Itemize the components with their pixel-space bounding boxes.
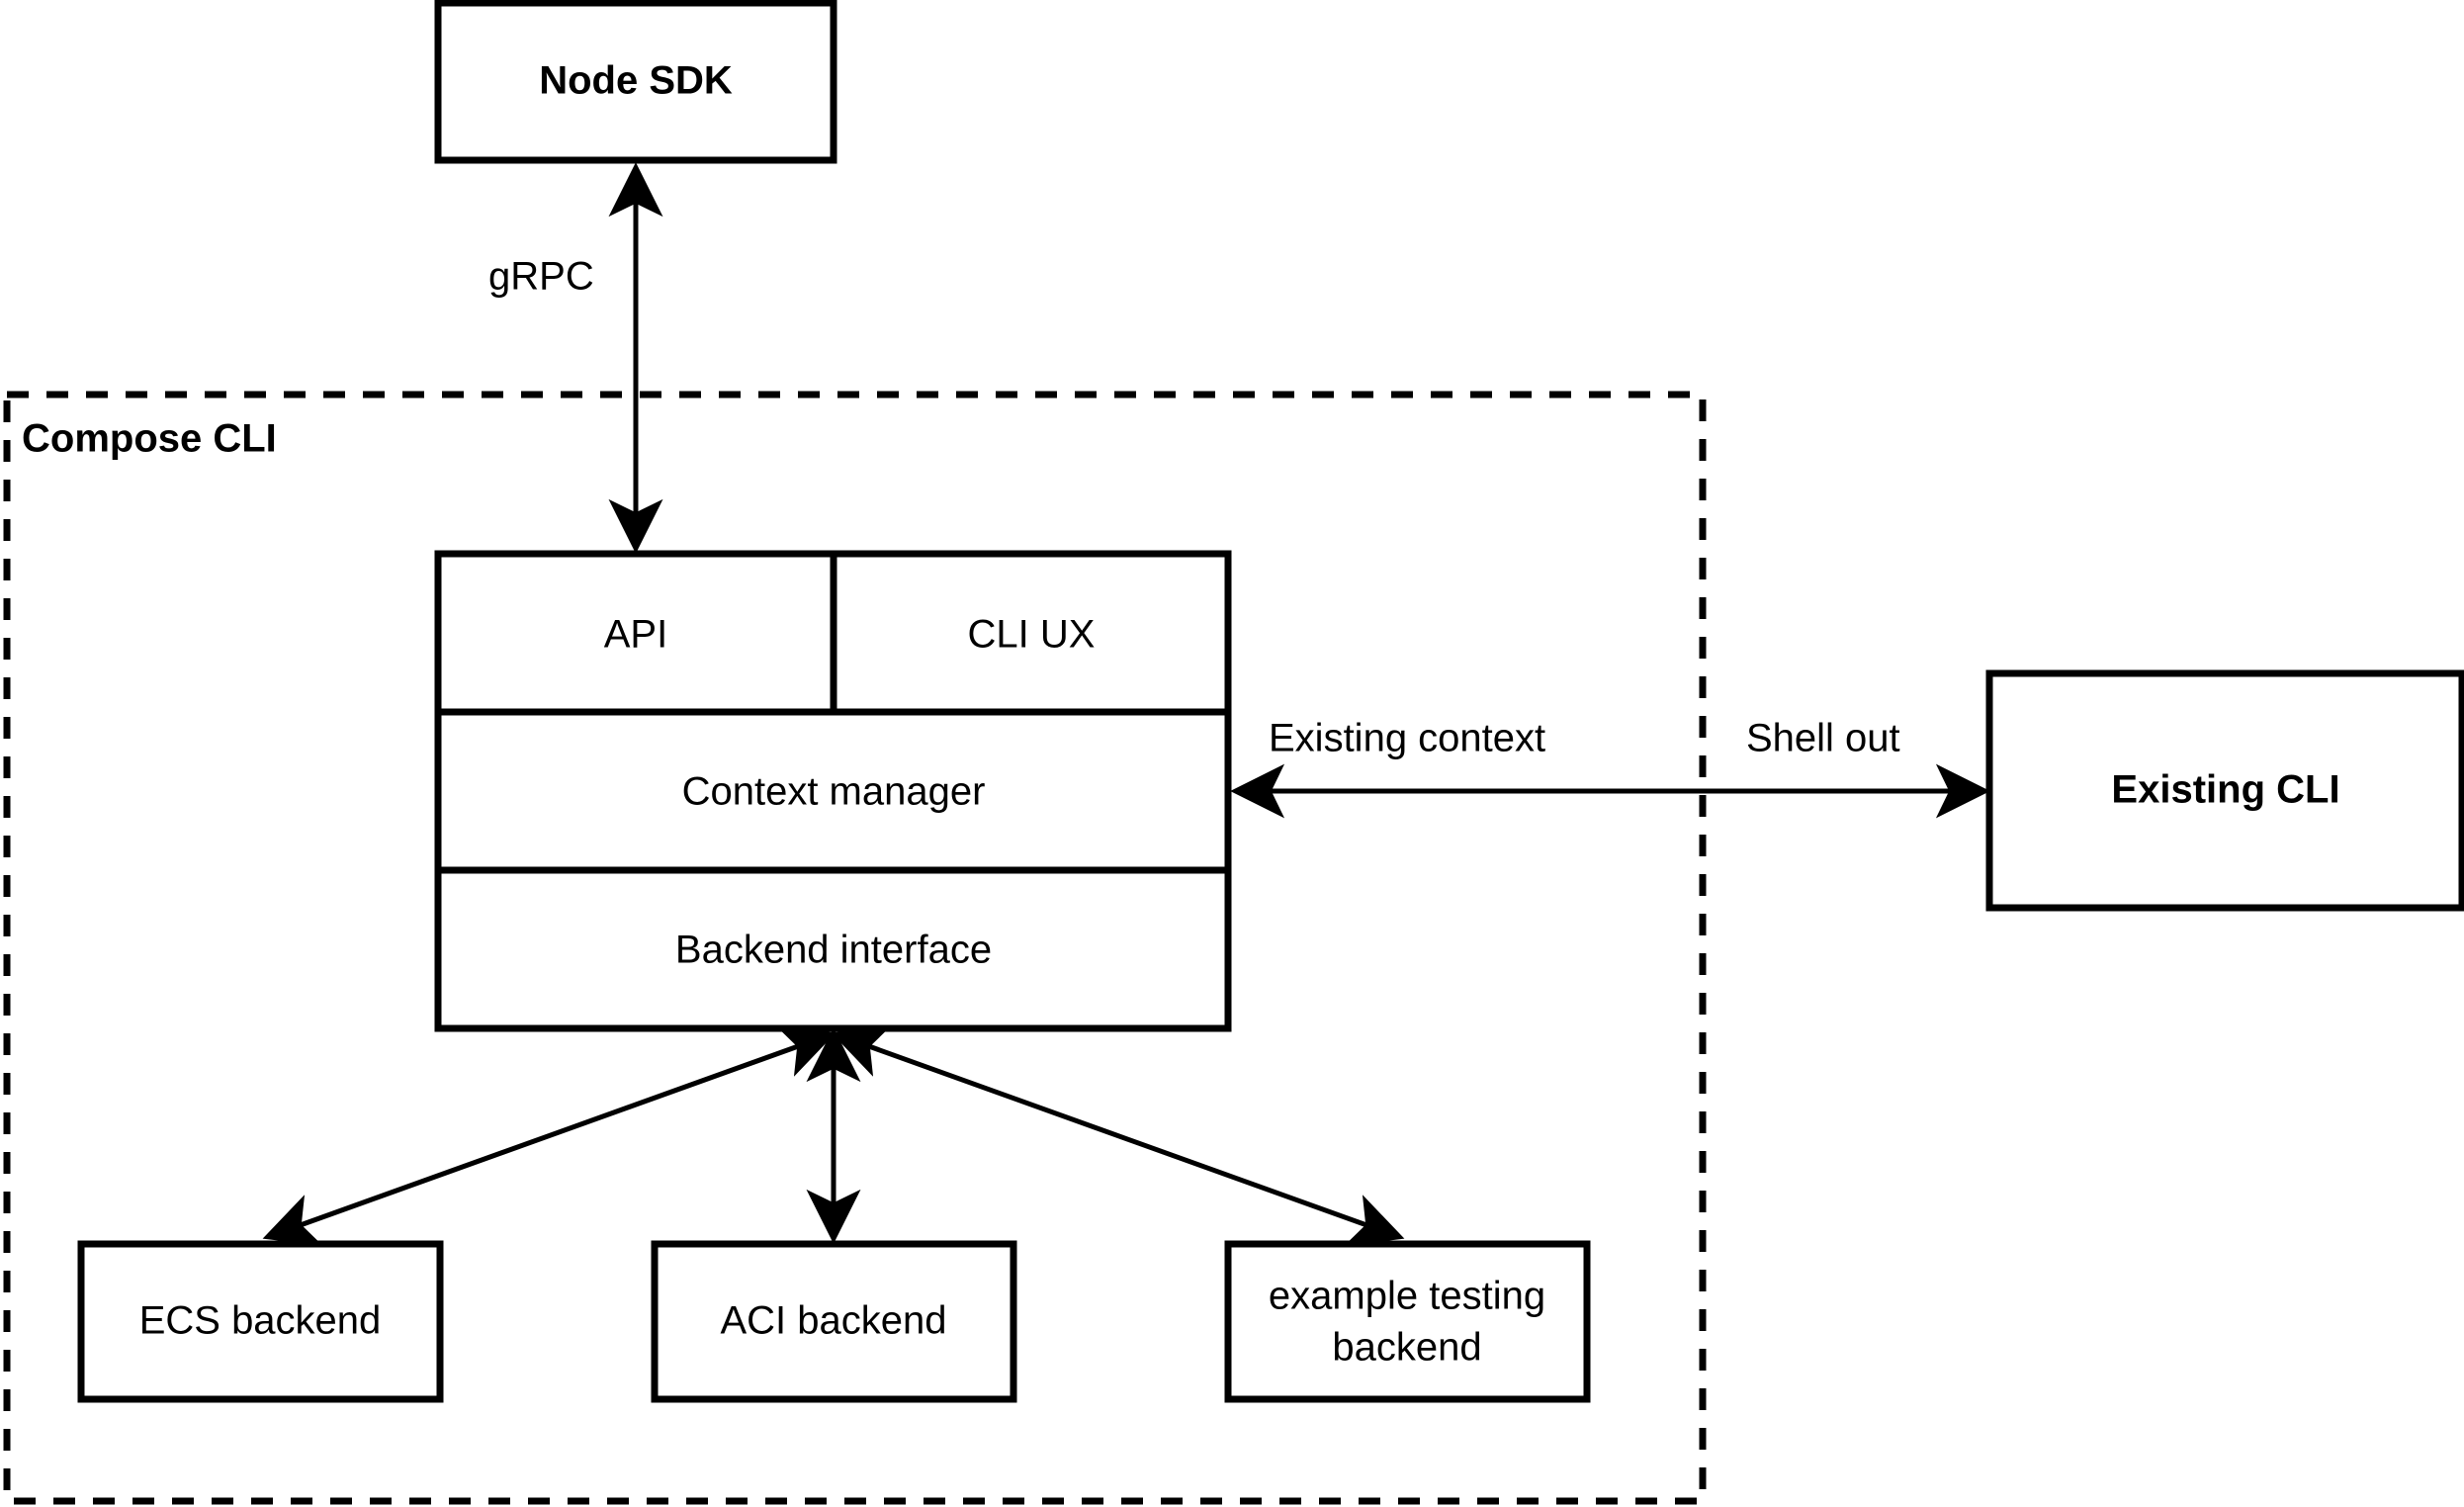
example-testing-backend-box[interactable]: [1224, 1240, 1591, 1403]
ecs-backend-box[interactable]: [77, 1240, 444, 1403]
node-sdk-label: Node SDK: [539, 59, 733, 103]
shell-out-edge-label: Shell out: [1746, 717, 1900, 760]
aci-backend-label: ACI backend: [720, 1299, 946, 1343]
context-manager-label: Context manager: [682, 770, 986, 814]
grpc-edge-label: gRPC: [488, 255, 594, 299]
existing-context-edge-label: Existing context: [1269, 717, 1545, 760]
existing-cli-label: Existing CLI: [2111, 768, 2339, 812]
node-sdk-box[interactable]: [434, 0, 837, 164]
compose-cli-group-boundary: [3, 391, 1707, 1505]
example-testing-backend-label-line2: backend: [1332, 1326, 1481, 1370]
compose-cli-group-label: Compose CLI: [22, 417, 277, 461]
backend-to-ecs-connector: [262, 1025, 836, 1246]
ecs-backend-label: ECS backend: [139, 1299, 382, 1343]
example-testing-backend-label-line1: example testing: [1269, 1275, 1545, 1318]
aci-backend-box[interactable]: [651, 1240, 1017, 1403]
cli-ux-label: CLI UX: [968, 613, 1096, 657]
backend-interface-label: Backend interface: [675, 929, 992, 972]
backend-to-example-connector: [831, 1025, 1405, 1246]
api-label: API: [604, 613, 667, 657]
